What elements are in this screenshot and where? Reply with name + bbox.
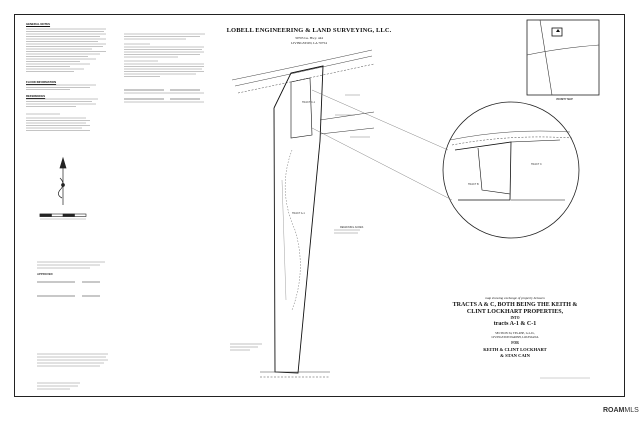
desc-line7a: KEITH & CLINT LOCKHART	[483, 347, 547, 352]
watermark-suffix: MLS	[624, 407, 639, 414]
desc-line6: FOR	[511, 341, 519, 345]
desc-line1: map showing exchange of property between	[485, 296, 545, 300]
reference-notes-title: REFERENCES	[26, 94, 46, 98]
company-city: LIVINGSTON, LA 70754	[291, 41, 327, 45]
desc-line5: SECTION 34, T6S-R3E, G.L.D., LIVINGSTON …	[440, 331, 590, 339]
reference-notes: REFERENCES	[26, 94, 108, 98]
scale-bar	[39, 213, 87, 220]
desc-line7: KEITH & CLINT LOCKHART & STAN CAIN	[440, 347, 590, 358]
company-title: LOBELL ENGINEERING & LAND SURVEYING, LLC…	[226, 27, 392, 34]
desc-line2: TRACTS A & C, BOTH BEING THE KEITH & CLI…	[440, 302, 590, 316]
mid-notes-text-lines	[124, 33, 205, 103]
desc-line3: INTO	[510, 316, 520, 320]
tract-outline	[273, 65, 324, 374]
vicinity-map-label: VICINITY MAP	[556, 98, 573, 101]
road-top	[231, 49, 375, 94]
side-labels	[230, 94, 370, 351]
signature-lines	[124, 89, 200, 100]
vicinity-map	[526, 19, 600, 96]
desc-line5b: LIVINGSTON PARISH, LOUISIANA	[491, 335, 539, 339]
desc-line2a: TRACTS A & C, BOTH BEING THE KEITH &	[452, 302, 578, 308]
watermark-logo: ROAMMLS	[603, 407, 639, 414]
detail-leaders	[311, 89, 453, 201]
flood-notes-title: FLOOD INFORMATION	[26, 80, 57, 84]
general-notes-title: GENERAL NOTES	[26, 22, 51, 26]
company-address: 30703 Lu. Hwy. 444	[295, 36, 323, 40]
north-arrow-icon	[58, 156, 67, 205]
detail-circle	[442, 101, 580, 239]
desc-line5a: SECTION 34, T6S-R3E, G.L.D.,	[495, 331, 535, 335]
desc-line4: tracts A-1 & C-1	[493, 321, 537, 327]
sheet-border	[14, 14, 625, 397]
label-tract-c1: TRACT C-1	[302, 101, 316, 104]
road-bottom	[260, 371, 330, 378]
notes-text-lines	[26, 28, 106, 131]
flood-notes: FLOOD INFORMATION	[26, 80, 108, 84]
approval-label: APPROVED	[37, 272, 53, 276]
detail-label-tract-b: TRACT B	[468, 183, 479, 186]
approval-box	[37, 261, 105, 297]
general-notes: GENERAL NOTES	[26, 22, 108, 26]
watermark-brand: ROAM	[603, 407, 625, 414]
desc-line7b: & STAN CAIN	[500, 352, 530, 358]
tract-lines	[281, 111, 375, 311]
label-remaining: REMAINING ACRES	[340, 226, 364, 229]
label-tract-a1: TRACT A-1	[292, 212, 305, 215]
detail-label-tract-c: TRACT C	[531, 163, 542, 166]
certification-lines	[37, 353, 108, 390]
desc-line2b: CLINT LOCKHART PROPERTIES,	[466, 309, 564, 315]
